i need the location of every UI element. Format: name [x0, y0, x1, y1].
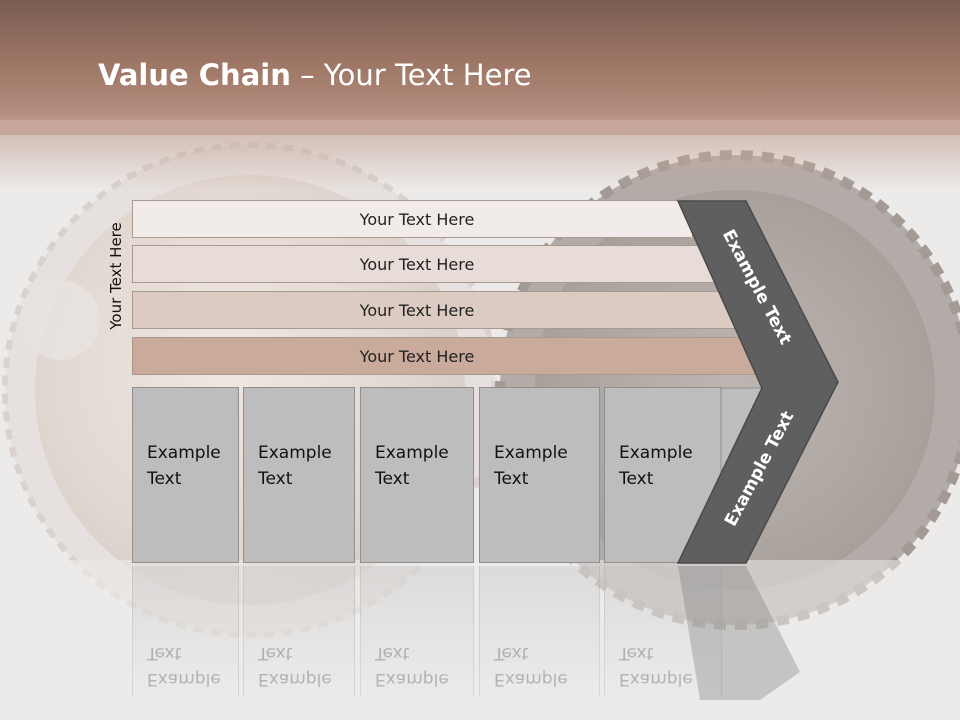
- vertical-side-label[interactable]: Your Text Here: [101, 200, 131, 352]
- header-band: [0, 0, 960, 135]
- primary-activity-cell-3[interactable]: Example Text: [360, 387, 474, 563]
- primary-activity-cell-5[interactable]: Example Text: [604, 387, 722, 563]
- slide-title[interactable]: Value Chain – Your Text Here: [98, 55, 532, 95]
- cell-reflection: Example Text: [243, 566, 355, 696]
- side-label-text: Your Text Here: [107, 222, 125, 330]
- title-bold: Value Chain: [98, 58, 291, 92]
- cell-reflection: Example Text: [479, 566, 600, 696]
- reflection-label: Example Text: [258, 643, 332, 689]
- support-bar-4[interactable]: Your Text Here: [132, 337, 763, 375]
- support-bar-3[interactable]: Your Text Here: [132, 291, 739, 329]
- reflection-label: Example Text: [375, 643, 449, 689]
- primary-activity-cell-1[interactable]: Example Text: [132, 387, 239, 563]
- support-bar-1[interactable]: Your Text Here: [132, 200, 692, 238]
- title-rest: – Your Text Here: [290, 58, 532, 92]
- header-fade: [0, 120, 960, 190]
- reflection-label: Example Text: [494, 643, 568, 689]
- cell-label: Example Text: [375, 443, 449, 489]
- reflection-label: Example Text: [147, 643, 221, 689]
- cell-label: Example Text: [494, 443, 568, 489]
- reflection-label: Example Text: [619, 643, 693, 689]
- primary-activity-cell-2[interactable]: Example Text: [243, 387, 355, 563]
- cell-label: Example Text: [147, 443, 221, 489]
- cell-reflection: Example Text: [132, 566, 239, 696]
- bar-label: Your Text Here: [359, 347, 475, 366]
- support-bar-2[interactable]: Your Text Here: [132, 245, 715, 283]
- bar-label: Your Text Here: [359, 255, 475, 274]
- primary-activity-cell-4[interactable]: Example Text: [479, 387, 600, 563]
- bar-label: Your Text Here: [359, 210, 475, 229]
- cell-reflection: Example Text: [604, 566, 722, 696]
- bar-label: Your Text Here: [359, 301, 475, 320]
- cell-label: Example Text: [258, 443, 332, 489]
- cell-reflection: Example Text: [360, 566, 474, 696]
- cell-label: Example Text: [619, 443, 693, 489]
